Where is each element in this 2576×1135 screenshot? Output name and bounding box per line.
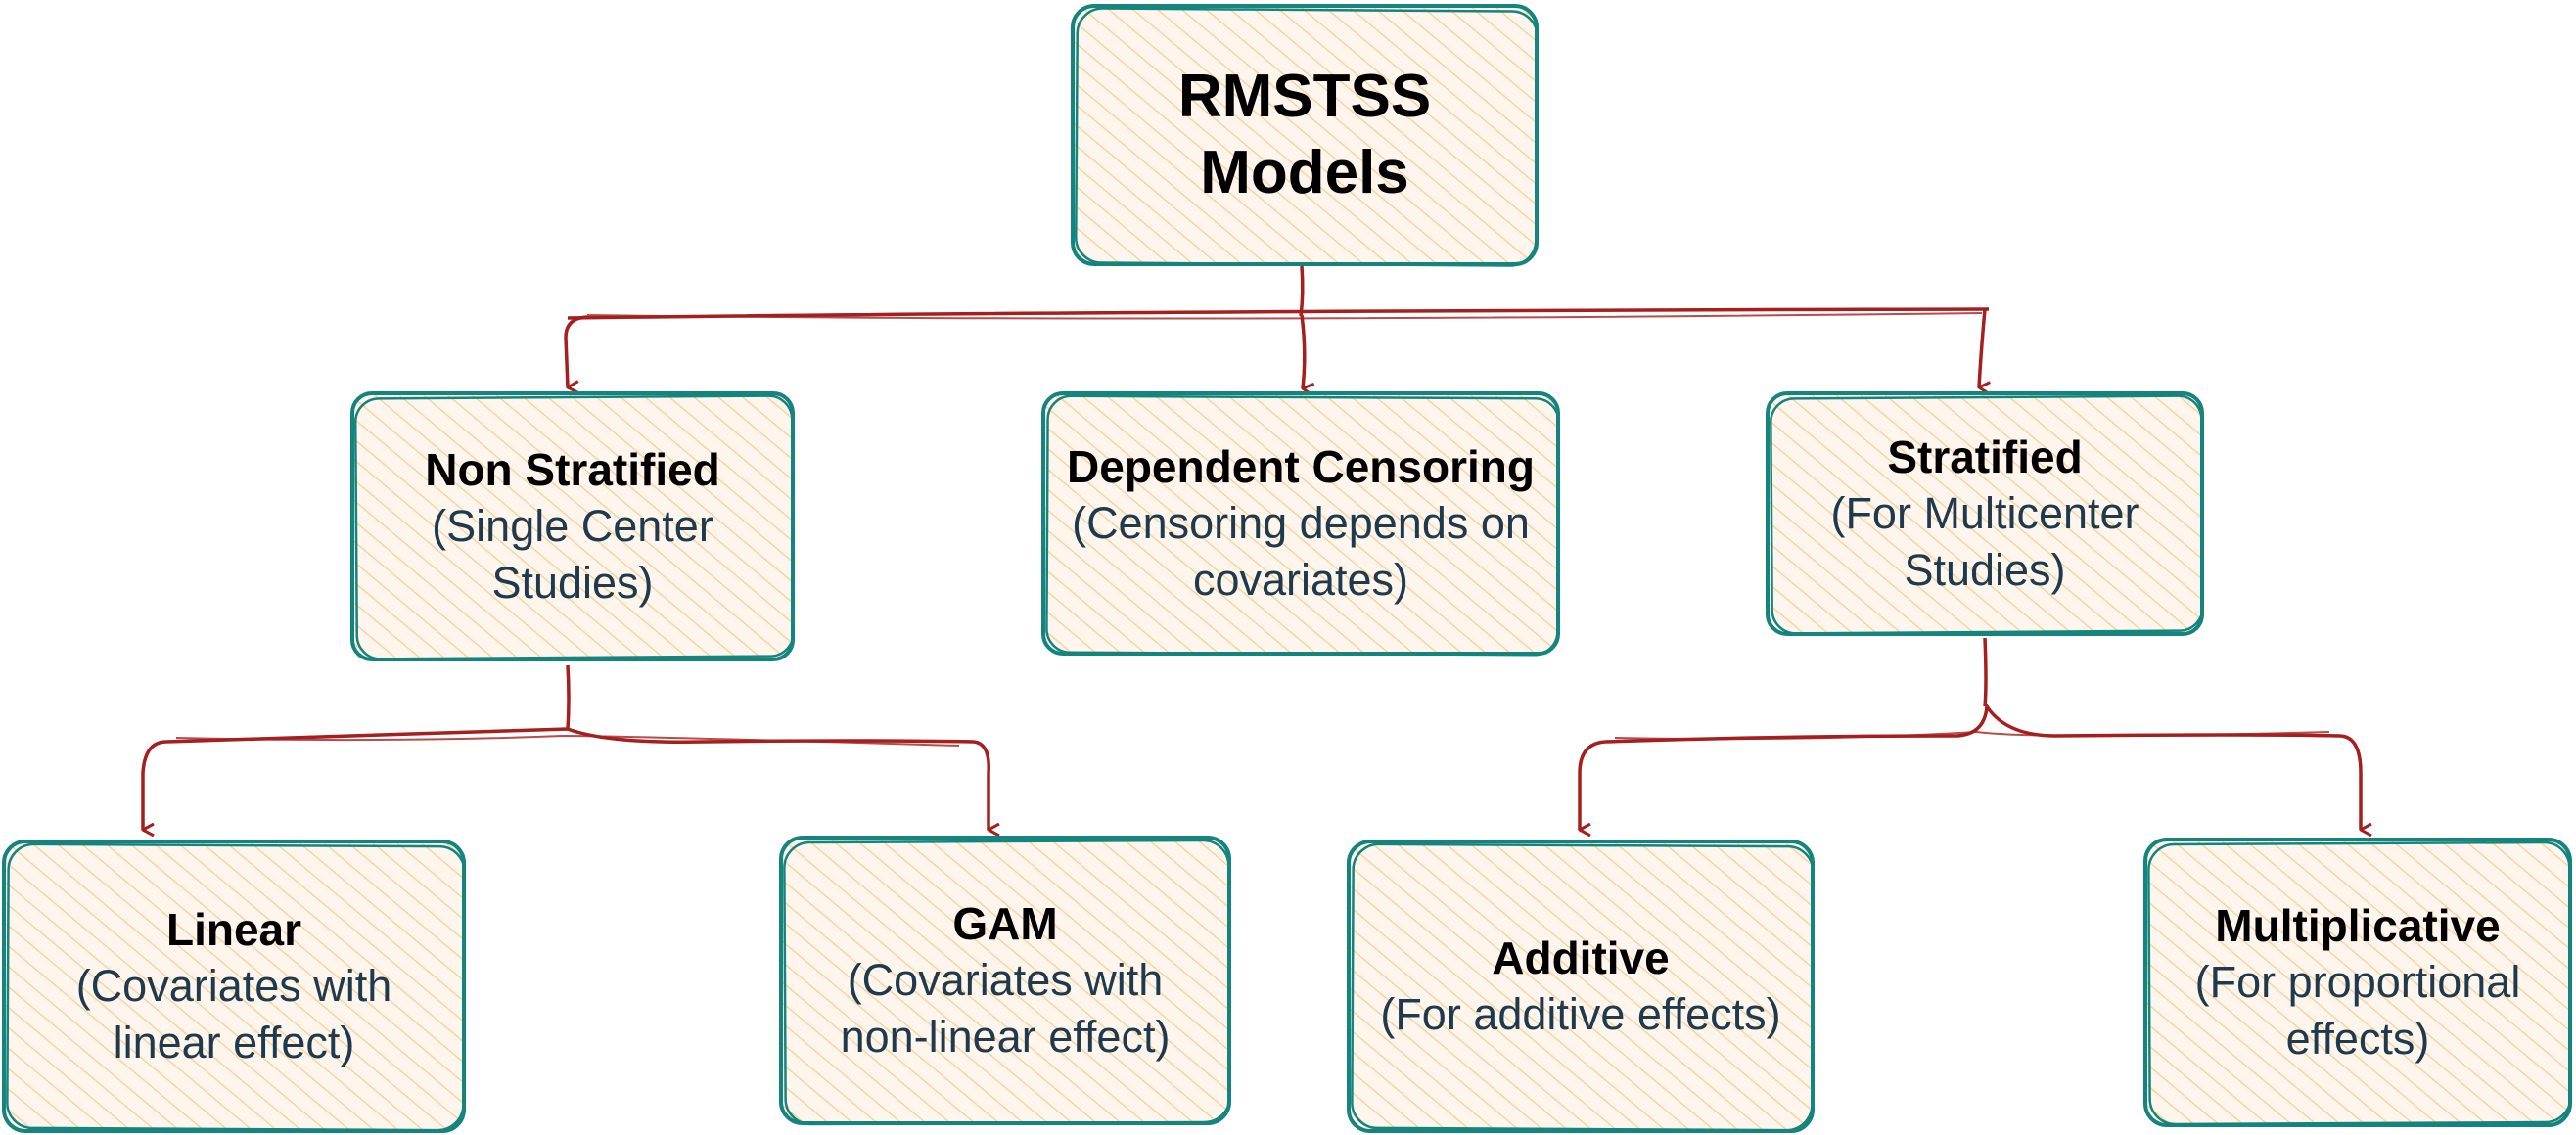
node-dependent-censoring: Dependent Censoring (Censoring depends o… <box>1043 393 1558 654</box>
arrow-to-stratified <box>1977 308 1985 387</box>
connector-level1-bar-sketch <box>586 312 1983 320</box>
gam-box <box>779 836 1231 1126</box>
non-stratified-subtitle-line-2: Studies) <box>491 558 654 608</box>
arrow-to-additive <box>1578 740 1606 830</box>
node-stratified: Stratified (For Multicenter Studies) <box>1768 393 2202 634</box>
multiplicative-subtitle-line-2: effects) <box>2285 1014 2430 1064</box>
node-linear: Linear (Covariates with linear effect) <box>4 841 464 1131</box>
gam-subtitle-line-1: (Covariates with <box>847 955 1164 1005</box>
arrow-to-linear <box>141 740 167 830</box>
node-gam: GAM (Covariates with non-linear effect) <box>781 838 1229 1123</box>
stratified-box <box>1766 391 2204 636</box>
multiplicative-box <box>2143 838 2572 1127</box>
root-title-line-2: Models <box>1200 139 1409 206</box>
boxes <box>2 4 2572 1133</box>
stratified-title: Stratified <box>1887 431 2083 482</box>
stratified-subtitle-line-2: Studies) <box>1904 545 2066 595</box>
dependent-censoring-title: Dependent Censoring <box>1067 441 1535 492</box>
dependent-censoring-box <box>1041 391 1560 657</box>
non-stratified-box <box>350 391 795 661</box>
node-additive: Additive (For additive effects) <box>1349 841 1813 1131</box>
connector-non-stratified-trunk <box>566 664 571 730</box>
non-stratified-title: Non Stratified <box>425 444 720 495</box>
dependent-censoring-subtitle-line-2: covariates) <box>1192 555 1409 605</box>
additive-title: Additive <box>1492 932 1670 983</box>
node-root: RMSTSS Models <box>1073 6 1537 264</box>
connector-stratified-bar-sketch <box>1614 730 2330 741</box>
connector-stratified-trunk <box>1983 637 1988 707</box>
arrow-to-gam <box>973 740 989 830</box>
connector-stratified-bar <box>1604 701 2340 744</box>
arrow-to-multiplicative <box>2338 734 2361 830</box>
multiplicative-title: Multiplicative <box>2215 900 2501 951</box>
stratified-subtitle-line-1: (For Multicenter <box>1830 488 2139 538</box>
additive-subtitle-line-1: (For additive effects) <box>1380 989 1781 1039</box>
linear-subtitle-line-2: linear effect) <box>113 1018 355 1067</box>
linear-subtitle-line-1: (Covariates with <box>75 961 392 1011</box>
non-stratified-subtitle-line-1: (Single Center <box>432 501 713 551</box>
node-multiplicative: Multiplicative (For proportional effects… <box>2145 840 2570 1125</box>
gam-subtitle-line-2: non-linear effect) <box>840 1012 1171 1062</box>
linear-title: Linear <box>165 904 302 955</box>
arrow-to-dependent-censoring <box>1300 314 1305 388</box>
arrow-to-non-stratified <box>564 315 588 387</box>
additive-box <box>1347 840 1815 1133</box>
node-non-stratified: Non Stratified (Single Center Studies) <box>352 393 793 659</box>
linear-box <box>2 840 466 1133</box>
connectors <box>141 265 2361 830</box>
root-box <box>1071 4 1539 267</box>
dependent-censoring-subtitle-line-1: (Censoring depends on <box>1072 498 1530 548</box>
root-title-line-1: RMSTSS <box>1177 63 1432 130</box>
gam-title: GAM <box>952 898 1058 949</box>
connector-root-trunk <box>1299 265 1305 317</box>
connector-non-stratified-bar-sketch <box>175 734 960 747</box>
multiplicative-subtitle-line-1: (For proportional <box>2194 957 2521 1007</box>
